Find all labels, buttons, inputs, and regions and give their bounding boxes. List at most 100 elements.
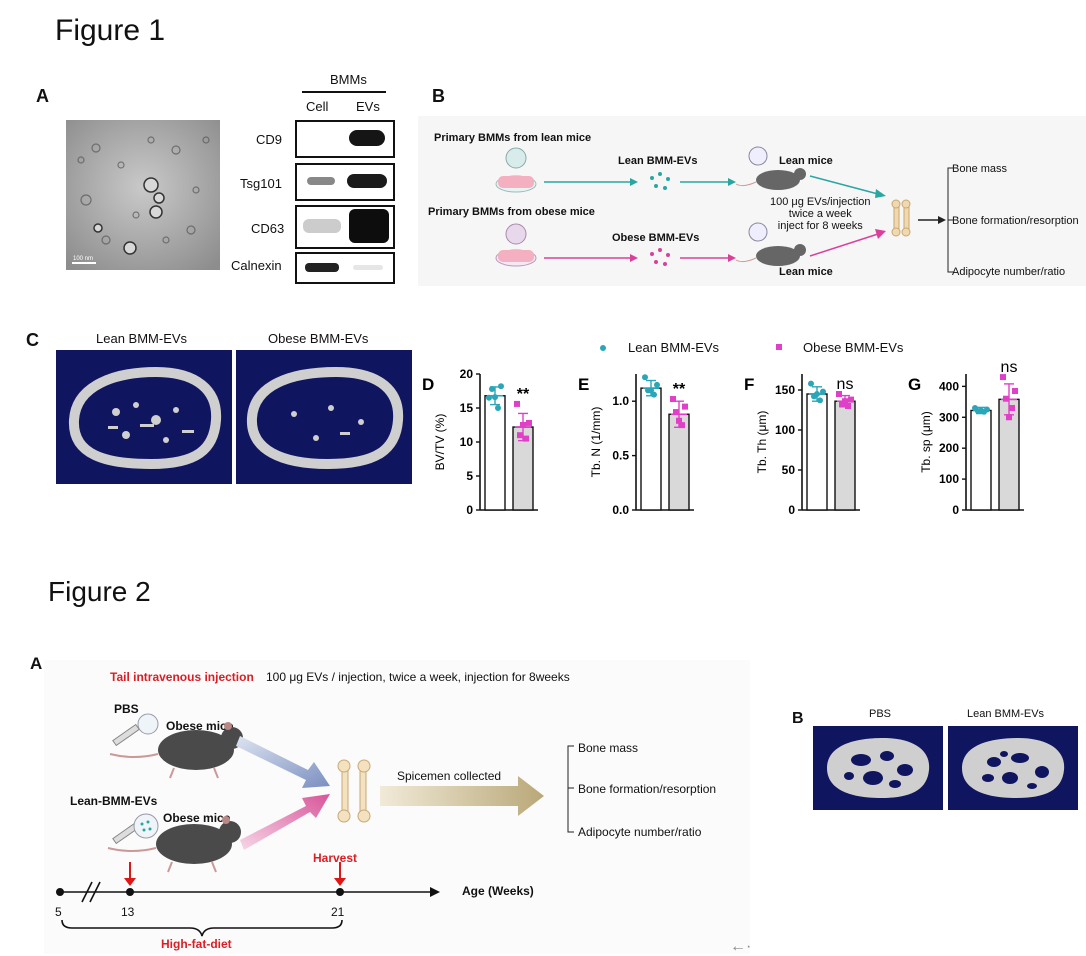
fig2-panel-a-label: A [30,654,43,673]
scan-label-lean: Lean BMM-EVs [96,331,188,346]
panel-g-label: G [908,375,921,394]
chart-e-point-lean [642,374,648,381]
chart-g-tick-label: 400 [939,379,959,393]
tick-5: 5 [55,905,62,919]
chart-d-point-obese [520,422,526,428]
scan-label-obese: Obese BMM-EVs [268,331,369,346]
fig2-outcome-adipocyte: Adipocyte number/ratio [578,825,702,839]
chart-g-point-lean [978,407,984,414]
chart-f-tick-label: 150 [775,383,795,397]
chart-d-point-obese [514,400,520,407]
chart-e-significance: ** [673,381,686,398]
chart-e-point-lean [651,391,657,398]
arrow-evs-to-bone [240,794,330,850]
figure2-title: Figure 2 [48,576,151,607]
chart-g-point-obese [1000,374,1006,381]
recipient-top-label: Lean mice [779,155,833,167]
mouse-bottom [735,222,806,266]
arrowhead-lean-3 [875,189,886,198]
mouse-icon-bottom [107,816,241,873]
pbs-label: PBS [114,702,139,716]
figure1-title: Figure 1 [55,14,166,47]
timeline-point-5 [56,888,64,896]
chart-d-tick-label: 15 [460,401,474,415]
legend-label-lean: Lean BMM-EVs [628,340,720,355]
bone-icon [891,199,911,237]
start-arrow-head [124,878,136,886]
chart-d-point-lean [492,394,498,401]
chart-e-point-obese [676,417,682,424]
fig2-schematic-drawing [56,713,574,937]
fig2-microct-lean [948,726,1078,810]
outcome-bone-mass: Bone mass [952,163,1008,175]
chart-d-tick-label: 5 [466,469,473,483]
diet-label: High-fat-diet [161,937,232,951]
chart-d-point-lean [498,383,504,390]
syringe-evs-icon [112,813,159,845]
fig2-schematic-bg [44,660,750,954]
chart-e-point-obese [679,422,685,429]
arrowhead-outcomes [938,216,946,224]
bmms-label: BMMs [330,72,367,87]
lean-evs-label: Lean-BMM-EVs [70,794,158,808]
arrowhead-obese-2 [728,254,736,262]
scale-bar-label: 100 nm [73,256,93,262]
chart-d-point-obese [526,419,532,426]
harvest-arrow-head [334,878,346,886]
ev-cluster-lean [650,172,670,190]
chart-g-point-obese [1003,395,1009,402]
chart-f-point-obese [845,403,851,409]
recipient-bottom-label: Lean mice [779,266,833,278]
chart-g-tick-label: 100 [939,472,959,486]
outcome-bone-formation: Bone formation/resorption [952,215,1079,227]
chart-g-bar-lean [970,409,992,511]
evs-obese-label: Obese BMM-EVs [612,232,700,244]
chart-f-bar-lean [806,393,828,511]
chart-f-bar-obese [834,400,856,511]
chart-f-tick-label: 100 [775,423,795,437]
chart-e-point-lean [654,381,660,388]
tick-21: 21 [331,905,345,919]
chart-d-tick-label: 0 [466,503,473,517]
chart-d-point-obese [523,435,529,442]
footer-glyph: ←· [730,938,752,955]
injection-title: Tail intravenous injection [110,670,254,684]
outcome-adipocyte: Adipocyte number/ratio [952,266,1066,278]
chart-d-bar-lean [484,395,506,511]
chart-g-point-obese [1009,405,1015,411]
microct-scan-lean [56,350,232,484]
chart-e-tick-label: 0.5 [612,449,629,463]
microct-scan-obese [236,350,412,484]
chart-d-significance: ** [517,386,530,403]
obese-mice-label-bottom: Obese mice [163,811,231,825]
chart-f-point-obese [842,398,848,405]
panel-b-label: B [432,86,445,106]
femur-icon [337,759,371,823]
schematic-b-drawing [495,146,954,273]
fig2-outcome-bone-formation: Bone formation/resorption [578,782,717,796]
blot-label-cd63: CD63 [251,221,285,236]
arrow-pbs-to-bone [236,736,330,788]
tem-image: 100 nm [66,120,220,270]
chart-f-point-lean [820,388,826,395]
chart-e-bar-obese [668,413,690,511]
syringe-pbs-icon [112,713,159,747]
chart-f-point-lean [817,397,823,404]
chart-e-point-lean [648,387,654,394]
chart-d-tick-label: 20 [460,367,474,381]
timeline-point-21 [336,888,344,896]
dosing-text: 100 μg EVs/injection twice a week inject… [770,196,871,232]
mouse-icon-top [109,722,243,779]
outcome-bracket [947,167,954,273]
legend-marker-obese [776,344,782,350]
chart-f-ylabel: Tb. Th (μm) [755,411,769,474]
panel-e-label: E [578,375,589,394]
legend-marker-lean [600,345,606,351]
chart-d-point-lean [489,385,495,392]
chart-e-bar-lean [640,387,662,511]
dosing-line-2: twice a week [788,208,852,220]
fig2-panel-b-label: B [792,710,804,727]
arrow-lean-3 [809,175,879,195]
chart-f-tick-label: 0 [788,503,795,517]
arrowhead-lean-1 [630,178,638,186]
